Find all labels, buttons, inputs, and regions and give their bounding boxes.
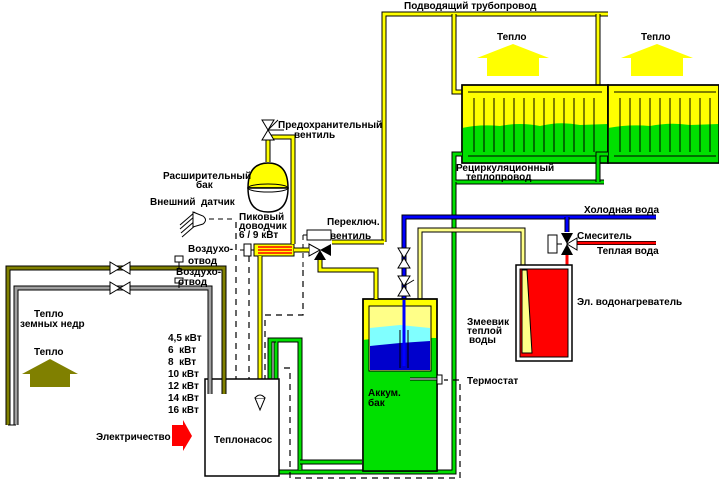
label-recirc-line: Рециркуляционный (456, 163, 554, 174)
label-peak-heater: 6 / 9 кВт (239, 230, 278, 241)
shutoff-valve-icon (397, 247, 411, 269)
electric-water-heater (515, 264, 573, 362)
label-recirc-line: теплопровод (466, 172, 532, 183)
ground-loop-valve-icon (109, 261, 131, 275)
pump-icon (254, 394, 266, 412)
cold-water-pipe (401, 214, 656, 300)
radiator-1 (461, 84, 609, 164)
label-earth-heat: Тепло (34, 309, 64, 320)
label-coil: Змеевик (467, 317, 510, 328)
power-rating: 14 кВт (168, 393, 199, 404)
ground-loop-valve-icon (109, 281, 131, 295)
label-heat: Тепло (497, 32, 527, 43)
label-safety-valve: вентиль (294, 130, 335, 141)
power-ratings-list: 4,5 кВт 6 кВт 8 кВт 10 кВт 12 кВт 14 кВт… (168, 333, 202, 416)
label-air-vent: отвод (188, 256, 218, 267)
label-el-water-heater: Эл. водонагреватель (577, 297, 682, 308)
power-rating: 12 кВт (168, 381, 199, 392)
label-peak-heater: Пиковый (239, 212, 284, 223)
outdoor-sensor-icon (179, 211, 232, 238)
air-vent-icon (174, 277, 184, 288)
switch-valve-icon (302, 229, 332, 270)
electricity-arrow-icon (172, 420, 192, 451)
label-coil: воды (469, 335, 496, 346)
storage-tank (362, 298, 443, 472)
label-heat-pump: Теплонасос (214, 435, 273, 446)
label-coil: теплой (467, 326, 502, 337)
label-expansion-tank: бак (196, 179, 214, 191)
label-cold-water: Холодная вода (584, 205, 659, 216)
label-earth-heat-arrow: Тепло (34, 347, 64, 358)
label-outdoor-sensor: Внешний датчик (150, 197, 236, 208)
label-storage-tank: бак (368, 397, 386, 409)
control-wires (235, 222, 461, 479)
coil-pipe (417, 227, 526, 300)
label-heat: Тепло (641, 32, 671, 43)
label-electricity: Электричество (96, 432, 171, 443)
label-switch-valve: Переключ. (327, 217, 380, 228)
label-thermostat: Термостат (467, 376, 518, 387)
label-mixer: Смеситель (577, 231, 632, 242)
label-air-vent: отвод (178, 277, 208, 288)
label-earth-heat: земных недр (20, 319, 85, 330)
label-expansion-tank: Расширительный (163, 171, 251, 182)
expansion-tank (247, 162, 289, 213)
power-rating: 8 кВт (168, 357, 196, 368)
label-storage-tank: Аккум. (368, 388, 401, 399)
peak-heater (253, 243, 309, 257)
heat-arrow-icon (621, 44, 693, 76)
label-warm-water: Теплая вода (597, 246, 659, 257)
power-rating: 6 кВт (168, 345, 196, 356)
label-air-vent: Воздухо- (188, 244, 233, 255)
heat-pump (204, 378, 280, 477)
label-safety-valve: Предохранительный (278, 120, 382, 131)
heat-arrow-icon (477, 44, 549, 76)
power-rating: 16 кВт (168, 405, 199, 416)
label-peak-heater: доводчик (239, 221, 288, 232)
radiator-2 (607, 84, 719, 164)
label-switch-valve: вентиль (330, 231, 371, 242)
label-supply-pipeline: Подводящий трубопровод (404, 0, 537, 12)
mixer-valve-icon (547, 233, 578, 255)
air-vent-icon (174, 255, 184, 268)
label-air-vent: Воздухо- (176, 267, 221, 278)
power-rating: 4,5 кВт (168, 333, 202, 344)
check-valve-icon (397, 275, 415, 297)
air-vent-icon (240, 243, 254, 257)
safety-valve-icon (261, 119, 284, 141)
earth-heat-arrow-icon (22, 359, 78, 387)
power-rating: 10 кВт (168, 369, 199, 380)
